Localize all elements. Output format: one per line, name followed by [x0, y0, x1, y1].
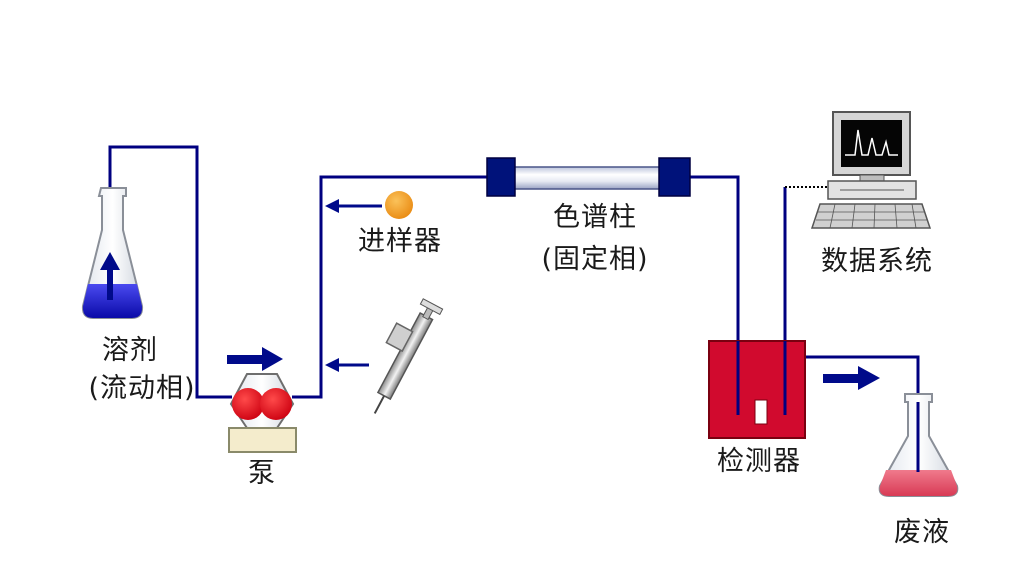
column-icon [486, 157, 691, 197]
solvent-label: 溶剂 [102, 335, 158, 366]
solvent-sub-label: (流动相) [88, 373, 196, 404]
waste-flask-icon [878, 393, 959, 497]
computer-icon [810, 111, 932, 229]
detector-label: 检测器 [717, 446, 801, 477]
sample-inlet-arrow [325, 358, 369, 372]
waste-label: 废液 [894, 517, 950, 548]
syringe-icon [373, 298, 444, 414]
waste-flow-arrow [823, 366, 880, 390]
detector-icon [708, 340, 806, 439]
column-label: 色谱柱 [553, 202, 637, 233]
solvent-flask-icon [81, 187, 144, 319]
flow-arrow-icon [227, 347, 283, 371]
pump-label: 泵 [248, 458, 276, 489]
injector-label: 进样器 [358, 226, 442, 257]
column-sub-label: (固定相) [541, 244, 649, 275]
data-system-label: 数据系统 [821, 246, 933, 277]
injector-icon [325, 191, 413, 219]
pump-icon [228, 373, 297, 453]
tube-column-to-detector [690, 175, 740, 415]
tube-pump-to-injector [292, 175, 487, 399]
